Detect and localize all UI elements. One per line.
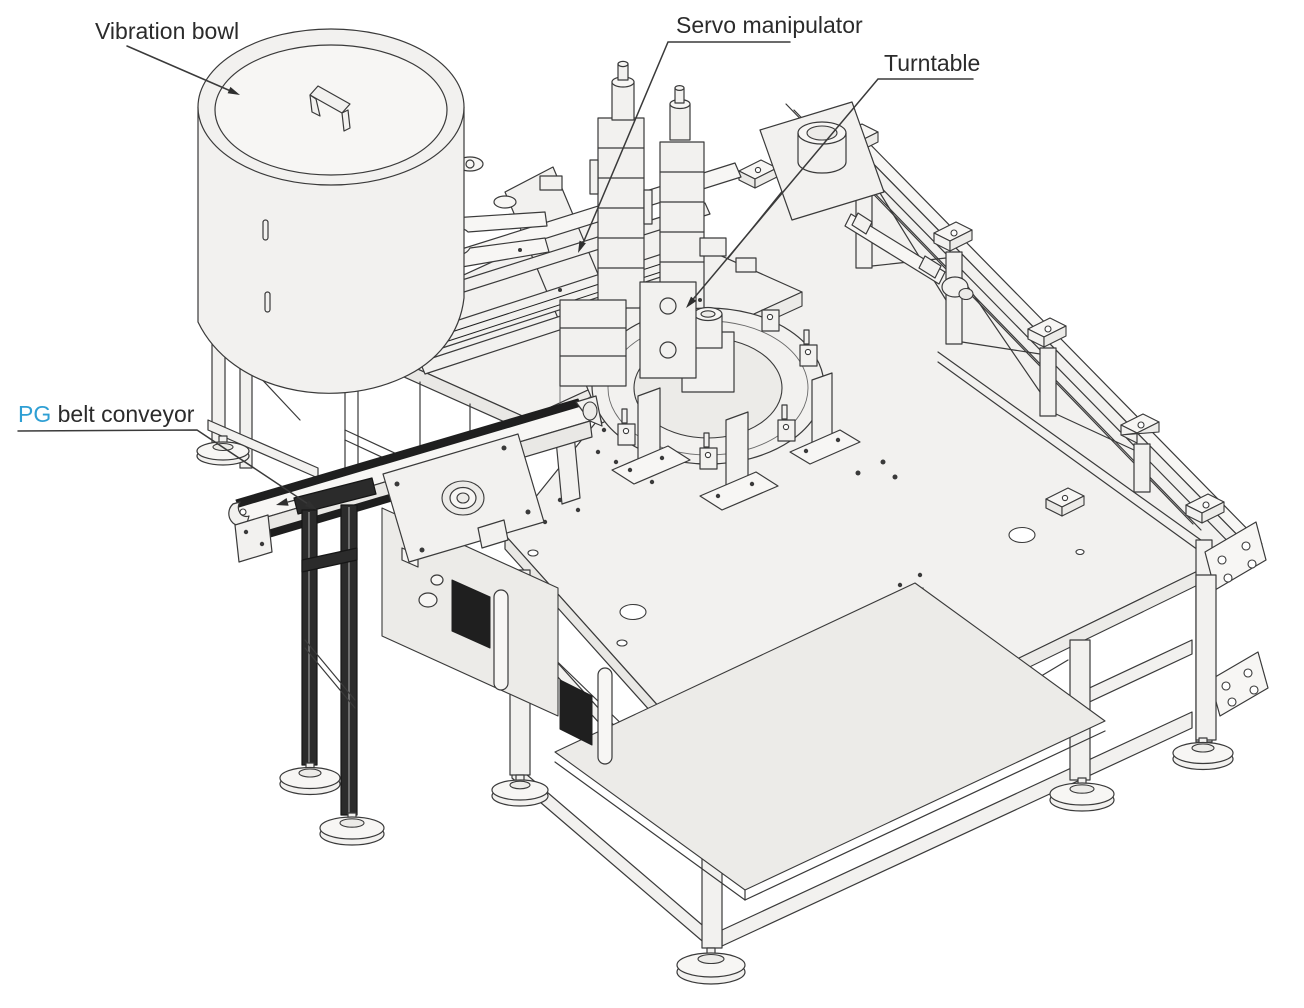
control-panel: [381, 507, 613, 765]
leader-line-pg-belt-conveyor: [17, 429, 312, 507]
bowl-lid-handle: [309, 85, 351, 132]
label-turntable: Turntable: [884, 50, 980, 76]
table-frame: [381, 507, 1217, 949]
lower-shelf: [554, 582, 1106, 901]
callout-servo-manipulator: Servo manipulator: [578, 12, 863, 253]
rotary-actuator-block: [759, 101, 885, 221]
foot: [676, 947, 746, 985]
turntable-support-brackets: [611, 372, 861, 511]
conveyor-stand: [293, 477, 377, 816]
foot: [1172, 737, 1234, 771]
right-truss-frame: [785, 103, 1269, 743]
foot: [319, 812, 385, 846]
edge-clamp-blocks: [738, 159, 1085, 517]
foot: [491, 774, 549, 807]
foot: [1049, 777, 1115, 812]
leader-line-servo-manipulator: [580, 41, 791, 249]
conveyor-motor: [382, 433, 545, 563]
foot: [279, 762, 341, 796]
leader-arrow-pg-belt-conveyor: [305, 500, 317, 510]
machine-front-parts: [559, 212, 974, 511]
tabletop-holes: [527, 427, 1085, 647]
profile-leg-1: [301, 509, 318, 766]
callout-vibration-bowl: Vibration bowl: [95, 18, 240, 95]
leader-line-vibration-bowl: [126, 45, 234, 93]
leader-arrow-vibration-bowl: [227, 86, 240, 95]
vibration-bowl: [197, 28, 465, 394]
profile-leg-2: [340, 504, 358, 816]
leader-arrow-turntable: [686, 296, 697, 308]
truss-mount-blocks: [839, 123, 1225, 524]
pneumatic-cylinder: [844, 212, 974, 301]
leveling-feet: [196, 435, 1234, 985]
leader-line-turntable: [688, 78, 974, 305]
servo-axis-tower-1: [589, 60, 653, 309]
label-servo-manipulator: Servo manipulator: [676, 12, 863, 38]
label-pg-belt-conveyor: PG belt conveyor: [18, 401, 195, 427]
leader-arrow-servo-manipulator: [578, 240, 586, 253]
callout-turntable: Turntable: [686, 50, 980, 308]
label-vibration-bowl: Vibration bowl: [95, 18, 239, 44]
callout-pg-belt-conveyor: PG belt conveyor: [17, 401, 317, 510]
